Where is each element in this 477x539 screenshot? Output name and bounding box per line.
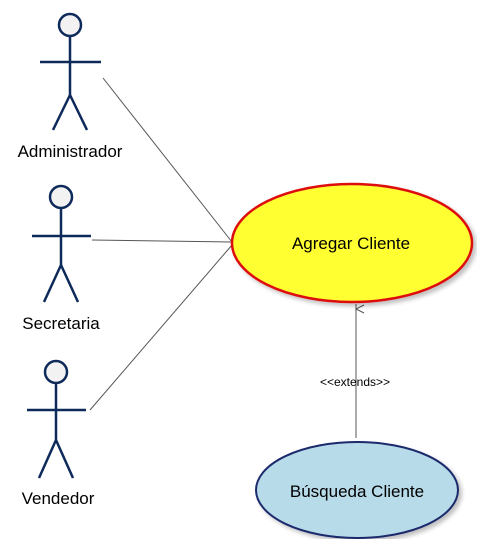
association-secretaria-agregar: [91, 239, 233, 243]
stick-figure-icon: [40, 12, 101, 131]
usecase-label: Agregar Cliente: [292, 234, 410, 253]
usecase-ellipse: [255, 441, 459, 539]
stick-figure-icon: [32, 184, 91, 303]
association-vendedor-agregar: [89, 244, 233, 411]
usecase-busqueda-cliente[interactable]: Búsqueda Cliente: [255, 441, 459, 539]
extend-label: <<extends>>: [320, 375, 390, 389]
actor-label: Administrador: [18, 142, 123, 161]
usecase-label: Búsqueda Cliente: [290, 482, 424, 501]
actor-label: Secretaria: [22, 314, 100, 333]
usecase-ellipse: [230, 182, 474, 304]
actor-secretaria[interactable]: Secretaria: [22, 184, 100, 333]
association-administrador-agregar: [102, 77, 233, 243]
actor-administrador[interactable]: Administrador: [18, 12, 123, 161]
actor-vendedor[interactable]: Vendedor: [22, 359, 95, 508]
associations: [89, 77, 233, 411]
actor-label: Vendedor: [22, 489, 95, 508]
usecase-agregar-cliente[interactable]: Agregar Cliente: [230, 182, 474, 304]
extend-relationship: <<extends>>: [320, 304, 390, 438]
stick-figure-icon: [27, 359, 86, 479]
